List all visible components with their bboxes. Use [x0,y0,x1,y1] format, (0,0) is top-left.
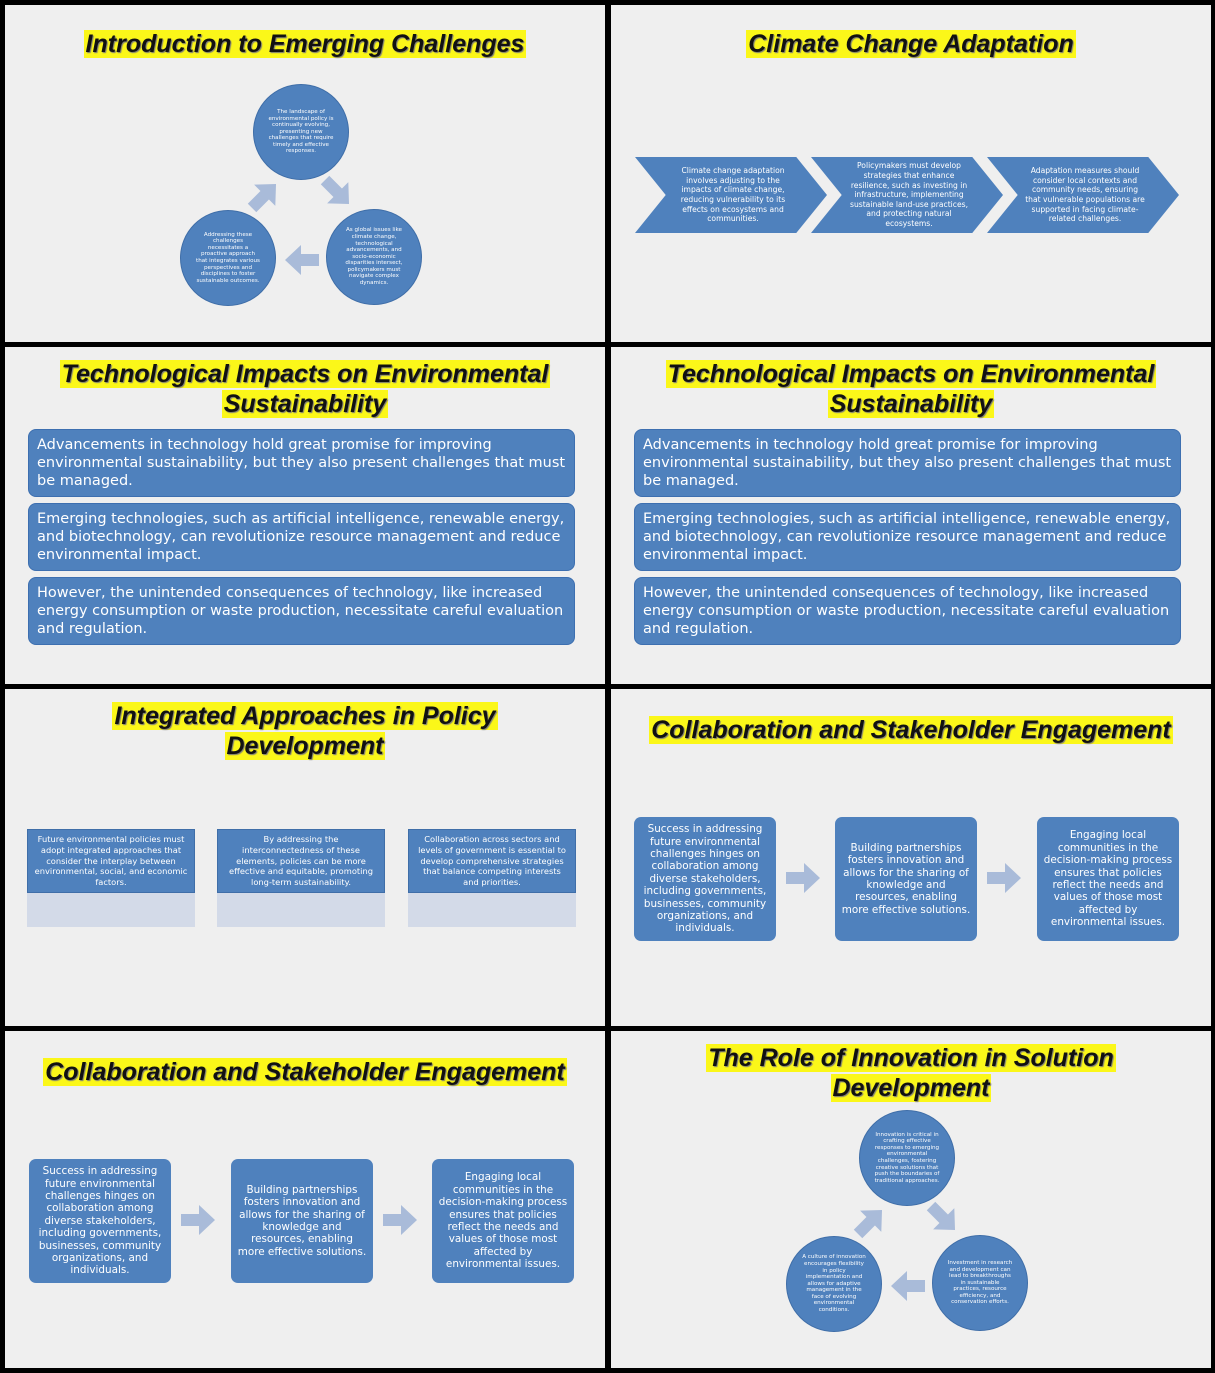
arrow-right-icon [181,1205,215,1235]
slide-title-line: Sustainability [827,390,995,418]
process-step: Building partnerships fosters innovation… [835,817,977,941]
cycle-node: The landscape of environmental policy is… [253,84,349,180]
arrow-icon [920,1195,965,1240]
chevron-step: Policymakers must develop strategies tha… [811,157,1003,233]
content-block: However, the unintended consequences of … [28,577,575,645]
cycle-node: As global issues like climate change, te… [326,209,422,305]
chevron-step: Climate change adaptation involves adjus… [635,157,827,233]
slide-title-line: Sustainability [221,390,389,418]
arrow-right-icon [786,863,820,893]
cycle-node: A culture of innovation encourages flexi… [786,1236,882,1332]
content-block: Advancements in technology hold great pr… [28,429,575,497]
cycle-node: Addressing these challenges necessitates… [180,210,276,306]
content-block: Emerging technologies, such as artificia… [634,503,1181,571]
slide[interactable]: Collaboration and Stakeholder Engagement… [5,1031,605,1368]
slide-title: Collaboration and Stakeholder Engagement [611,715,1211,745]
content-block: Advancements in technology hold great pr… [634,429,1181,497]
slide-title: Climate Change Adaptation [611,29,1211,59]
column-card: Collaboration across sectors and levels … [408,829,576,927]
arrow-icon [314,169,359,214]
chevron-step: Adaptation measures should consider loca… [987,157,1179,233]
process-step: Engaging local communities in the decisi… [432,1159,574,1283]
slide-title: Collaboration and Stakeholder Engagement [5,1057,605,1087]
slide-title-line: Collaboration and Stakeholder Engagement [649,716,1173,744]
slide-title-line: Technological Impacts on Environmental [665,360,1157,388]
column-text: Future environmental policies must adopt… [27,829,195,893]
slide-title-line: Development [224,732,386,760]
arrow-right-icon [383,1205,417,1235]
arrow-icon [891,1271,925,1301]
slide-title-line: Integrated Approaches in Policy [112,702,498,730]
column-card: Future environmental policies must adopt… [27,829,195,927]
cycle-node: Innovation is critical in crafting effec… [859,1110,955,1206]
process-step: Success in addressing future environment… [29,1159,171,1283]
slide-title: Introduction to Emerging Challenges [5,29,605,59]
slide-title-line: Development [830,1074,992,1102]
process-step: Engaging local communities in the decisi… [1037,817,1179,941]
arrow-right-icon [987,863,1021,893]
column-text: Collaboration across sectors and levels … [408,829,576,893]
column-card: By addressing the interconnectedness of … [217,829,385,927]
slide[interactable]: Collaboration and Stakeholder Engagement… [611,689,1211,1026]
slide-title-line: Climate Change Adaptation [746,30,1076,58]
slide-title-line: The Role of Innovation in Solution [706,1044,1116,1072]
arrow-icon [285,245,319,275]
slide-title-line: Technological Impacts on Environmental [59,360,551,388]
slide-title-line: Introduction to Emerging Challenges [83,30,527,58]
column-text: By addressing the interconnectedness of … [217,829,385,893]
process-step: Success in addressing future environment… [634,817,776,941]
slide-title-line: Collaboration and Stakeholder Engagement [43,1058,567,1086]
content-block: Emerging technologies, such as artificia… [28,503,575,571]
cycle-node: Investment in research and development c… [932,1235,1028,1331]
process-step: Building partnerships fosters innovation… [231,1159,373,1283]
arrow-icon [241,173,286,218]
content-block: However, the unintended consequences of … [634,577,1181,645]
arrow-icon [847,1199,892,1244]
